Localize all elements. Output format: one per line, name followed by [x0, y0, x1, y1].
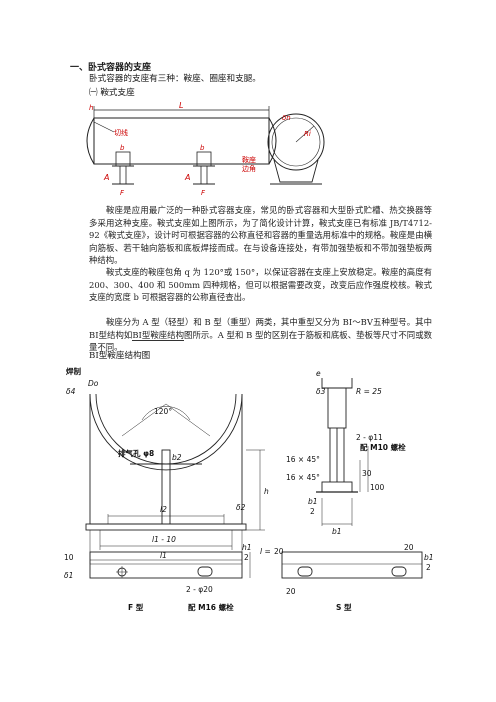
fig2-bolt-holes: 2 - φ11 — [356, 433, 383, 442]
fig2-dim10: 10 — [64, 553, 74, 562]
fig2-dim30: 30 — [362, 469, 372, 478]
fig2-two-c: 2 — [426, 563, 431, 572]
fig2-type-S: S 型 — [336, 602, 352, 612]
vessel-head-left — [86, 117, 95, 165]
fig2-vent: 排气孔 φ8 — [118, 448, 154, 458]
fig2-dim100: 100 — [370, 483, 385, 492]
vessel-saddle-figure: h L 切线 b A F b A F Ri δn 鞍座 边角 — [86, 101, 325, 197]
label-F-right: F — [201, 189, 206, 197]
fig2-two: 2 — [310, 507, 315, 516]
figure-2-caption: BⅠ型鞍座结构图 — [89, 351, 151, 361]
fig2-dim20b: 20 — [286, 587, 296, 596]
label-saddle-edge-2: 边角 — [242, 164, 256, 173]
fig2-R25: R = 25 — [356, 387, 382, 396]
fig2-two-b: 2 — [244, 553, 249, 562]
label-L: L — [179, 101, 183, 110]
saddle-structure-link[interactable]: BⅠ型鞍座结构 — [132, 329, 185, 341]
fig2-b1-half: b1 — [308, 497, 318, 506]
fig2-h: h — [264, 487, 269, 496]
label-delta: δn — [282, 114, 291, 122]
fig2-angle: 120° — [154, 407, 172, 416]
fig2-bolt-m16: 配 M16 螺栓 — [188, 602, 234, 612]
vessel-end-view — [267, 113, 325, 171]
fig2-chamfer-2: 16 × 45° — [286, 473, 320, 482]
saddle-structure-figure: 焊制 Do δ4 120° 排气孔 φ8 b2 h δ2 l2 l1 - 10 … — [64, 366, 434, 612]
fig2-weld: 焊制 — [66, 366, 81, 376]
fig2-b2: b2 — [172, 453, 182, 462]
fig2-delta1: δ1 — [64, 571, 73, 580]
fig2-type-F: F 型 — [128, 602, 144, 612]
fig2-dim20a: 20 — [274, 547, 284, 556]
saddle-arc — [89, 393, 243, 471]
fig2-chamfer-1: 16 × 45° — [286, 455, 320, 464]
fig2-l1: l1 — [160, 551, 167, 560]
end-saddle — [273, 159, 319, 183]
paragraph-1: 鞍座是应用最广泛的一种卧式容器支座，常见的卧式容器和大型卧式贮槽、热交换器等多采… — [89, 205, 432, 266]
fig2-bolt-holes-2: 2 - φ20 — [186, 585, 213, 594]
vessel-shell — [93, 117, 270, 165]
fig2-l-eq: l = — [260, 547, 271, 556]
label-saddle-edge-1: 鞍座 — [242, 155, 256, 164]
label-b-left: b — [120, 144, 125, 152]
label-cut: 切线 — [114, 128, 128, 137]
paragraph-3-b: 图所示。A 型和 B 型的区别在于筋板和底板、垫板等尺寸不同或数量不同。 — [89, 329, 432, 353]
label-h: h — [89, 104, 93, 112]
fig2-Do: Do — [88, 379, 99, 388]
section-title: 一、卧式容器的支座 — [70, 63, 152, 73]
paragraph-3: 鞍座分为 A 型（轻型）和 B 型（重型）两类，其中重型又分为 BⅠ～BⅤ五种型… — [89, 316, 432, 354]
fig2-delta3: δ3 — [316, 387, 326, 396]
vessel-head-right — [268, 117, 277, 165]
subsection-title: ㈠ 鞍式支座 — [89, 88, 135, 98]
fig2-delta2: δ2 — [236, 503, 246, 512]
label-A-right: A — [184, 173, 190, 182]
intro-text: 卧式容器的支座有三种：鞍座、圈座和支腿。 — [89, 74, 261, 84]
label-F-left: F — [120, 189, 125, 197]
label-b-right: b — [200, 144, 205, 152]
fig2-l1-minus-10: l1 - 10 — [152, 535, 176, 544]
fig2-l2: l2 — [160, 505, 167, 514]
fig2-dim20c: 20 — [404, 543, 414, 552]
paragraph-2: 鞍式支座的鞍座包角 q 为 120°或 150°，以保证容器在支座上安放稳定。鞍… — [89, 267, 432, 303]
fig2-b1: b1 — [332, 527, 342, 536]
fig2-b1-half-2: b1 — [424, 553, 434, 562]
fig2-e: e — [316, 369, 321, 378]
paragraph-3-a: 鞍座分为 A 型（轻型）和 B 型（重型）两类，其中重型又分为 BⅠ～BⅤ五种型… — [89, 317, 432, 340]
fig2-delta4: δ4 — [66, 387, 76, 396]
label-R: Ri — [304, 130, 311, 138]
fig2-h1-half: h1 — [242, 543, 252, 552]
label-A-left: A — [103, 173, 109, 182]
fig2-bolt-m10: 配 M10 螺栓 — [360, 442, 406, 452]
